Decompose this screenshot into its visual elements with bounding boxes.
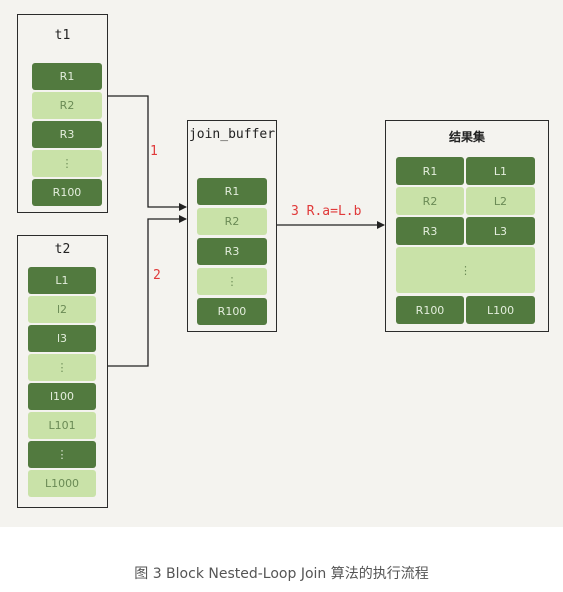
t2-row: l100 <box>28 383 96 410</box>
t1-row: R2 <box>32 92 102 119</box>
join-buffer-row: R3 <box>197 238 267 265</box>
table-t2-box: t2 L1 l2 l3 ⋮ l100 L101 ⋮ L1000 <box>17 235 108 508</box>
t2-row: L101 <box>28 412 96 439</box>
t2-row: L1 <box>28 267 96 294</box>
join-buffer-row: R2 <box>197 208 267 235</box>
result-set-title: 结果集 <box>448 130 485 144</box>
edge-label-step3: 3 R.a=L.b <box>291 204 362 219</box>
t2-row: ⋮ <box>28 354 96 381</box>
flow-arrows <box>108 95 385 367</box>
join-buffer-row: R100 <box>197 298 267 325</box>
edge-label-step1: 1 <box>150 144 158 159</box>
edge-label-step2: 2 <box>153 268 161 283</box>
t1-row: ⋮ <box>32 150 102 177</box>
t2-row: ⋮ <box>28 441 96 468</box>
join-buffer-title: join_buffer <box>188 127 276 142</box>
figure-caption: 图 3 Block Nested-Loop Join 算法的执行流程 <box>134 566 429 582</box>
join-buffer-box: join_buffer R1 R2 R3 ⋮ R100 <box>187 120 277 332</box>
result-row-left: R1 <box>396 157 464 185</box>
join-buffer-row: ⋮ <box>197 268 267 295</box>
table-t1-box: t1 R1 R2 R3 ⋮ R100 <box>17 14 108 213</box>
table-t1-title: t1 <box>54 28 71 43</box>
result-set-box: 结果集 R1 L1 R2 L2 R3 L3 ⋮ R100 L100 <box>385 120 549 332</box>
result-row-right: L100 <box>466 296 535 324</box>
table-t2-title: t2 <box>54 242 71 257</box>
t1-row: R1 <box>32 63 102 90</box>
result-row-left: R2 <box>396 187 464 215</box>
arrow-step1 <box>108 95 187 211</box>
result-row-right: L2 <box>466 187 535 215</box>
result-row-left: R100 <box>396 296 464 324</box>
t2-row: l2 <box>28 296 96 323</box>
join-buffer-row: R1 <box>197 178 267 205</box>
result-row-ellipsis: ⋮ <box>396 247 535 293</box>
t2-row: L1000 <box>28 470 96 497</box>
diagram-area: t1 R1 R2 R3 ⋮ R100 t2 L1 l2 l3 ⋮ l100 L1… <box>0 0 563 527</box>
result-row-right: L1 <box>466 157 535 185</box>
t2-row: l3 <box>28 325 96 352</box>
result-row-right: L3 <box>466 217 535 245</box>
t1-row: R100 <box>32 179 102 206</box>
arrow-step2 <box>108 215 187 367</box>
t1-row: R3 <box>32 121 102 148</box>
result-row-left: R3 <box>396 217 464 245</box>
